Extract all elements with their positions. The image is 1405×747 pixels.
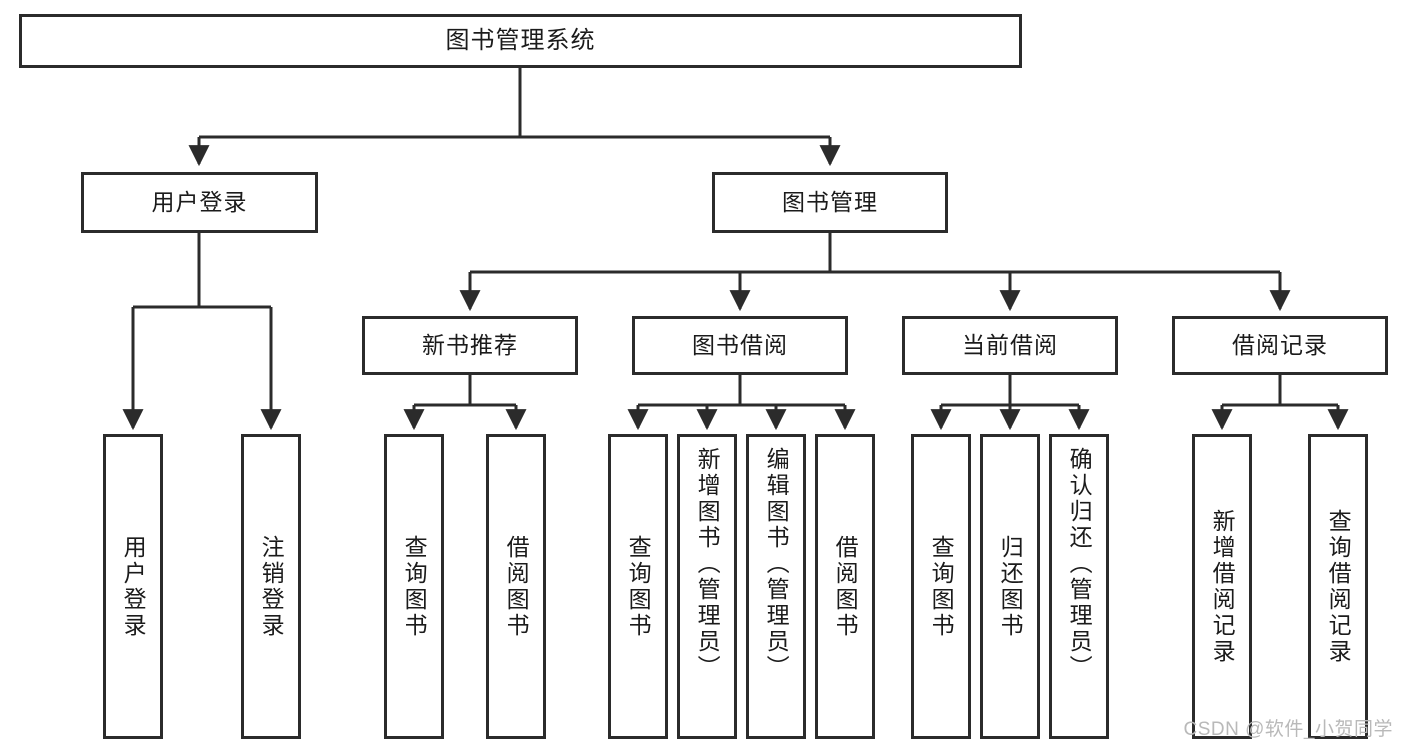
- leaf-borrow-record-query-record[interactable]: 查询借阅记录: [1308, 434, 1368, 739]
- node-label: 查询图书: [928, 534, 955, 639]
- node-label: 查询图书: [625, 534, 652, 639]
- leaf-current-borrow-confirm-return-admin[interactable]: 确认归还（管理员）: [1049, 434, 1109, 739]
- leaf-text-wrap: 借阅图书: [818, 437, 872, 736]
- leaf-text-wrap: 新增借阅记录: [1195, 437, 1249, 736]
- node-label: 新增图书（管理员）: [694, 447, 721, 681]
- leaf-text-wrap: 新增图书（管理员）: [680, 437, 734, 736]
- node-label: 编辑图书（管理员）: [763, 447, 790, 681]
- node-label: 查询图书: [401, 534, 428, 639]
- node-root-book-management-system[interactable]: 图书管理系统: [19, 14, 1022, 68]
- node-borrow-record[interactable]: 借阅记录: [1172, 316, 1388, 375]
- leaf-book-borrow-add-book-admin[interactable]: 新增图书（管理员）: [677, 434, 737, 739]
- node-label: 借阅图书: [503, 534, 530, 639]
- node-book-management[interactable]: 图书管理: [712, 172, 948, 233]
- leaf-new-book-borrow-book[interactable]: 借阅图书: [486, 434, 546, 739]
- node-book-borrow[interactable]: 图书借阅: [632, 316, 848, 375]
- leaf-text-wrap: 查询图书: [387, 437, 441, 736]
- leaf-user-login-logout[interactable]: 注销登录: [241, 434, 301, 739]
- leaf-book-borrow-borrow-book[interactable]: 借阅图书: [815, 434, 875, 739]
- node-label: 新书推荐: [422, 331, 518, 358]
- leaf-book-borrow-query-book[interactable]: 查询图书: [608, 434, 668, 739]
- leaf-text-wrap: 查询借阅记录: [1311, 437, 1365, 736]
- node-label: 用户登录: [151, 188, 248, 215]
- leaf-book-borrow-edit-book-admin[interactable]: 编辑图书（管理员）: [746, 434, 806, 739]
- leaf-text-wrap: 确认归还（管理员）: [1052, 437, 1106, 736]
- watermark-csdn: CSDN @软件_小贺同学: [1183, 719, 1393, 740]
- leaf-text-wrap: 注销登录: [244, 437, 298, 736]
- leaf-text-wrap: 用户登录: [106, 437, 160, 736]
- leaf-borrow-record-add-record[interactable]: 新增借阅记录: [1192, 434, 1252, 739]
- leaf-text-wrap: 编辑图书（管理员）: [749, 437, 803, 736]
- node-label: 图书借阅: [692, 331, 788, 358]
- leaf-text-wrap: 借阅图书: [489, 437, 543, 736]
- node-user-login[interactable]: 用户登录: [81, 172, 318, 233]
- node-current-borrow[interactable]: 当前借阅: [902, 316, 1118, 375]
- node-label: 借阅图书: [832, 534, 859, 639]
- leaf-text-wrap: 归还图书: [983, 437, 1037, 736]
- leaf-text-wrap: 查询图书: [914, 437, 968, 736]
- node-label: 查询借阅记录: [1325, 508, 1352, 665]
- node-new-book-recommend[interactable]: 新书推荐: [362, 316, 578, 375]
- node-label: 图书管理: [782, 188, 878, 215]
- node-label: 当前借阅: [962, 331, 1058, 358]
- leaf-user-login-login[interactable]: 用户登录: [103, 434, 163, 739]
- leaf-new-book-query-book[interactable]: 查询图书: [384, 434, 444, 739]
- leaf-text-wrap: 查询图书: [611, 437, 665, 736]
- node-label: 新增借阅记录: [1209, 508, 1236, 665]
- node-label: 图书管理系统: [445, 26, 596, 54]
- leaf-current-borrow-return-book[interactable]: 归还图书: [980, 434, 1040, 739]
- node-label: 用户登录: [120, 534, 147, 639]
- node-label: 借阅记录: [1232, 331, 1328, 358]
- node-label: 确认归还（管理员）: [1066, 447, 1093, 681]
- node-label: 归还图书: [997, 534, 1024, 639]
- leaf-current-borrow-query-book[interactable]: 查询图书: [911, 434, 971, 739]
- node-label: 注销登录: [258, 534, 285, 639]
